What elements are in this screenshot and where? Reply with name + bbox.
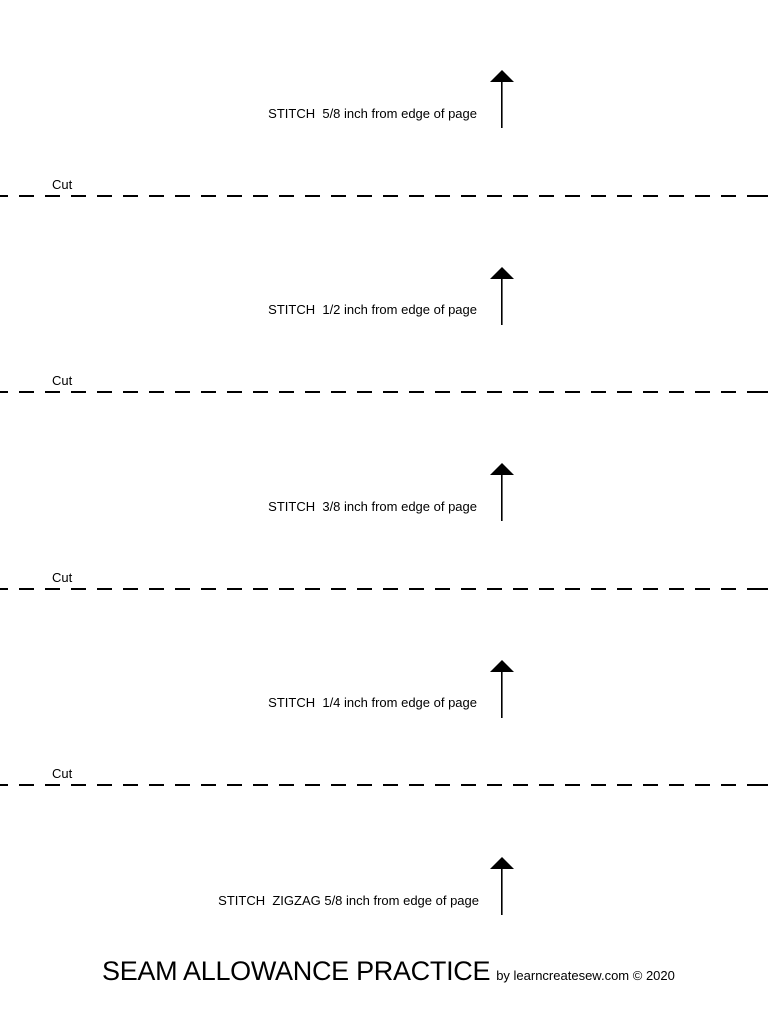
cut-line (0, 588, 768, 590)
arrow-up-icon (490, 463, 514, 521)
cut-label: Cut (52, 766, 73, 781)
cut-line (0, 195, 768, 197)
credit-line: by learncreatesew.com © 2020 (496, 968, 675, 983)
stitch-instruction-label: STITCH 5/8 inch from edge of page (268, 106, 477, 121)
arrow-up-icon (490, 267, 514, 325)
cut-label: Cut (52, 373, 73, 388)
cut-line (0, 391, 768, 393)
cut-line (0, 784, 768, 786)
arrow-up-icon (490, 660, 514, 718)
arrow-up-icon (490, 70, 514, 128)
page-title: SEAM ALLOWANCE PRACTICE (102, 956, 491, 986)
cut-label: Cut (52, 570, 73, 585)
arrow-up-icon (490, 857, 514, 915)
footer: SEAM ALLOWANCE PRACTICE by learncreatesew… (102, 956, 675, 987)
stitch-instruction-label: STITCH 1/2 inch from edge of page (268, 302, 477, 317)
stitch-instruction-label: STITCH 1/4 inch from edge of page (268, 695, 477, 710)
stitch-instruction-label: STITCH ZIGZAG 5/8 inch from edge of page (218, 893, 479, 908)
stitch-instruction-label: STITCH 3/8 inch from edge of page (268, 499, 477, 514)
cut-label: Cut (52, 177, 73, 192)
